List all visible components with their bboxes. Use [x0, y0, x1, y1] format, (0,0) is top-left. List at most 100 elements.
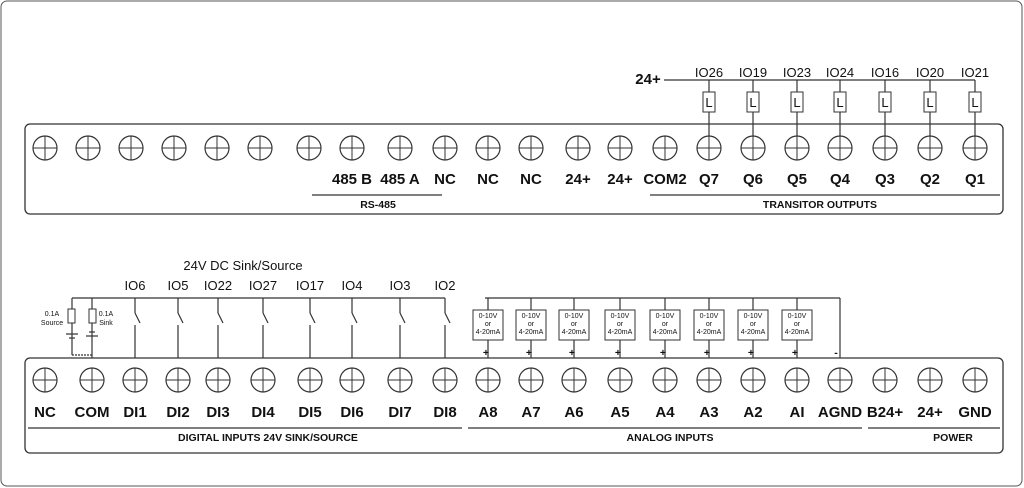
- bottom-terminal[interactable]: [917, 367, 943, 393]
- top-terminal[interactable]: [32, 135, 58, 161]
- input-io-label: IO22: [204, 278, 232, 293]
- bottom-terminal[interactable]: [165, 367, 191, 393]
- top-terminal[interactable]: [565, 135, 591, 161]
- sensor-text: 4-20mA: [785, 329, 810, 336]
- sensor-plus: +: [526, 347, 532, 359]
- analog-sensor-box: [693, 309, 725, 341]
- bottom-terminal[interactable]: [607, 367, 633, 393]
- top-terminal-label: Q3: [875, 171, 895, 188]
- sensor-text: 0-10V: [744, 313, 763, 320]
- top-terminal-label: NC: [477, 171, 499, 188]
- top-terminal[interactable]: [161, 135, 187, 161]
- top-terminal[interactable]: [784, 135, 810, 161]
- load-icon: [702, 91, 716, 113]
- sensor-plus: +: [792, 347, 798, 359]
- top-terminal-label: NC: [520, 171, 542, 188]
- sensor-text: or: [485, 321, 492, 328]
- top-terminal[interactable]: [518, 135, 544, 161]
- top-terminal[interactable]: [696, 135, 722, 161]
- bottom-terminal[interactable]: [32, 367, 58, 393]
- top-terminal-label: Q5: [787, 171, 807, 188]
- top-terminal[interactable]: [75, 135, 101, 161]
- top-terminal[interactable]: [962, 135, 988, 161]
- sensor-text: 0-10V: [479, 313, 498, 320]
- top-terminal[interactable]: [607, 135, 633, 161]
- bottom-terminal-label: NC: [34, 404, 56, 421]
- analog-sensor-box: [604, 309, 636, 341]
- load-label: L: [881, 95, 888, 110]
- top-terminal-label: Q1: [965, 171, 985, 188]
- bottom-terminal-label: 24+: [917, 404, 943, 421]
- bottom-terminal-label: DI6: [340, 404, 363, 421]
- bottom-terminal[interactable]: [784, 367, 810, 393]
- bottom-terminal[interactable]: [872, 367, 898, 393]
- bottom-terminal[interactable]: [827, 367, 853, 393]
- bottom-terminal[interactable]: [79, 367, 105, 393]
- switch-icon: [217, 312, 224, 324]
- top-terminal-label: Q2: [920, 171, 940, 188]
- top-terminal[interactable]: [118, 135, 144, 161]
- top-terminal[interactable]: [827, 135, 853, 161]
- bottom-terminal-label: DI3: [206, 404, 229, 421]
- analog-sensor-box: [737, 309, 769, 341]
- bottom-terminal[interactable]: [432, 367, 458, 393]
- sensor-text: or: [528, 321, 535, 328]
- top-terminal[interactable]: [432, 135, 458, 161]
- sensor-plus: +: [615, 347, 621, 359]
- top-terminal[interactable]: [740, 135, 766, 161]
- bottom-terminal[interactable]: [475, 367, 501, 393]
- input-io-label: IO3: [390, 278, 411, 293]
- analog-sensor-box: [515, 309, 547, 341]
- sensor-plus: +: [569, 347, 575, 359]
- bottom-terminal[interactable]: [561, 367, 587, 393]
- rs485-section-label: RS-485: [360, 199, 396, 211]
- bottom-terminal-block: [24, 357, 1004, 454]
- sensor-text: 0-10V: [788, 313, 807, 320]
- top-terminal[interactable]: [204, 135, 230, 161]
- sensor-plus: +: [704, 347, 710, 359]
- analog-minus: -: [834, 347, 838, 359]
- top-terminal[interactable]: [475, 135, 501, 161]
- bottom-terminal[interactable]: [205, 367, 231, 393]
- bottom-terminal-label: DI1: [123, 404, 146, 421]
- top-terminal[interactable]: [652, 135, 678, 161]
- top-terminal[interactable]: [917, 135, 943, 161]
- switch-icon: [262, 312, 269, 324]
- sensor-text: 0-10V: [656, 313, 675, 320]
- sink-fuse-label: Sink: [99, 320, 113, 327]
- bottom-terminal-label: A5: [610, 404, 629, 421]
- bottom-terminal[interactable]: [696, 367, 722, 393]
- top-terminal[interactable]: [247, 135, 273, 161]
- load-icon: [968, 91, 982, 113]
- top-terminal-label: 24+: [565, 171, 591, 188]
- top-terminal[interactable]: [872, 135, 898, 161]
- load-icon: [923, 91, 937, 113]
- bottom-terminal[interactable]: [962, 367, 988, 393]
- bottom-terminal[interactable]: [518, 367, 544, 393]
- load-icon: [746, 91, 760, 113]
- sensor-plus: +: [483, 347, 489, 359]
- bottom-terminal[interactable]: [122, 367, 148, 393]
- sensor-text: or: [750, 321, 757, 328]
- sensor-text: or: [571, 321, 578, 328]
- switch-icon: [309, 312, 316, 324]
- bottom-terminal-label: A3: [699, 404, 718, 421]
- bottom-terminal[interactable]: [297, 367, 323, 393]
- bottom-terminal-label: COM: [75, 404, 110, 421]
- output-io-label: IO16: [871, 65, 899, 80]
- top-terminal[interactable]: [339, 135, 365, 161]
- bottom-terminal-label: AGND: [818, 404, 862, 421]
- bottom-terminal[interactable]: [740, 367, 766, 393]
- bottom-terminal[interactable]: [339, 367, 365, 393]
- output-io-label: IO26: [695, 65, 723, 80]
- top-terminal[interactable]: [387, 135, 413, 161]
- bottom-terminal[interactable]: [250, 367, 276, 393]
- outputs-section-label: TRANSITOR OUTPUTS: [763, 199, 877, 211]
- bottom-terminal[interactable]: [652, 367, 678, 393]
- sensor-text: 0-10V: [700, 313, 719, 320]
- bottom-terminal-label: AI: [790, 404, 805, 421]
- top-terminal[interactable]: [296, 135, 322, 161]
- bottom-terminal[interactable]: [387, 367, 413, 393]
- sink-fuse-icon: [88, 308, 97, 324]
